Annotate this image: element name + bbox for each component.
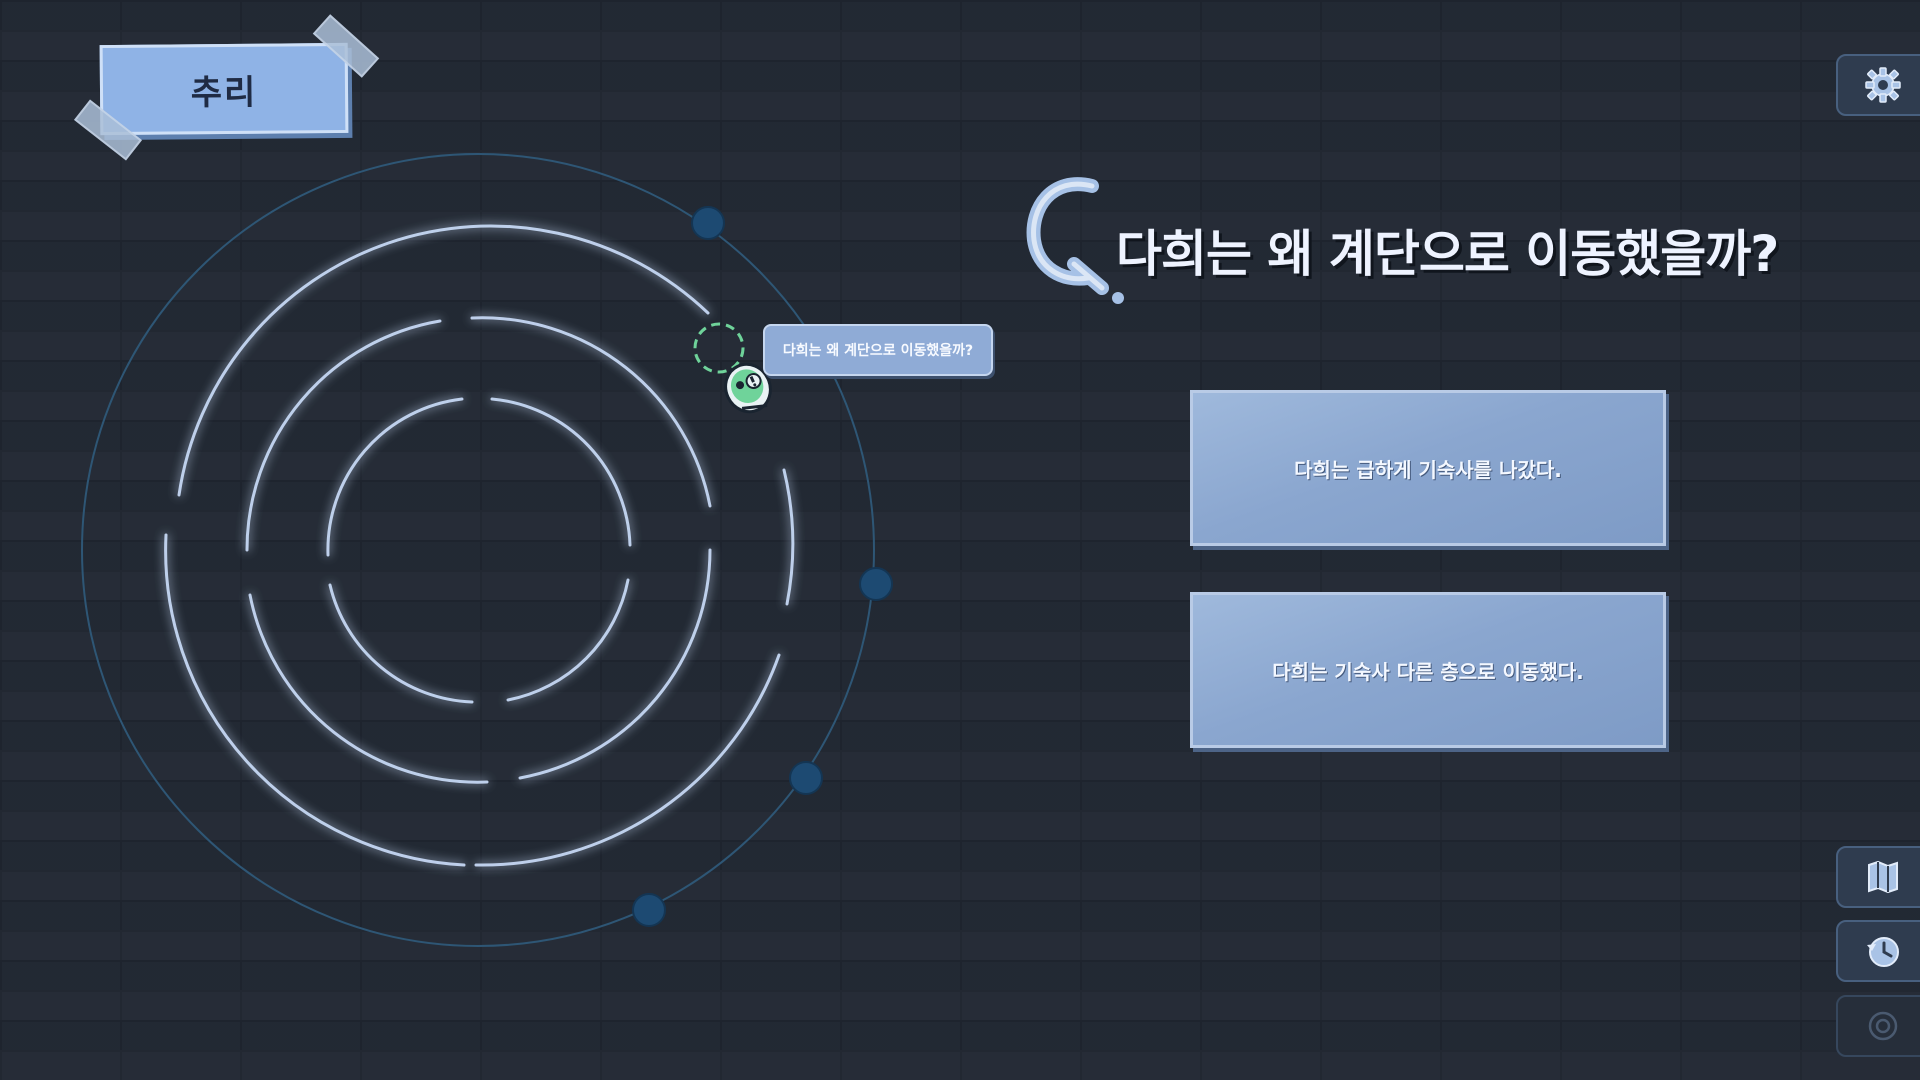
history-button[interactable]: [1836, 920, 1920, 982]
mode-tag-label: 추리: [190, 72, 258, 113]
answer-option-1[interactable]: 다희는 급하게 기숙사를 나갔다.: [1190, 390, 1666, 546]
character-marker[interactable]: [718, 357, 778, 419]
maze-ring-inner: [490, 397, 632, 547]
clock-icon: [1867, 937, 1899, 967]
eye-icon: [1868, 1011, 1898, 1041]
circular-maze: [81, 153, 893, 947]
mode-tag: 추리: [99, 42, 349, 136]
question-title: 다희는 왜 계단으로 이동했을까?: [1116, 225, 1779, 283]
answer-option-1-text: 다희는 급하게 기숙사를 나갔다.: [1294, 457, 1562, 482]
path-node[interactable]: [859, 567, 893, 601]
question-bubble: 다희는 왜 계단으로 이동했을까?: [763, 324, 993, 376]
gear-icon: [1865, 67, 1901, 103]
path-node[interactable]: [789, 761, 823, 795]
settings-button[interactable]: [1836, 54, 1920, 116]
view-button[interactable]: [1836, 995, 1920, 1057]
answer-option-2[interactable]: 다희는 기숙사 다른 층으로 이동했다.: [1190, 592, 1666, 748]
maze-ring-inner: [328, 583, 474, 704]
maze-ring-inner: [506, 578, 630, 702]
map-icon: [1868, 860, 1898, 894]
maze-ring-outer: [474, 653, 781, 867]
maze-ring-inner: [326, 397, 464, 557]
maze-ring-outer: [782, 468, 795, 606]
maze-ring-middle: [470, 316, 712, 508]
map-button[interactable]: [1836, 846, 1920, 908]
path-node[interactable]: [691, 206, 725, 240]
outer-path-ring: [81, 153, 875, 947]
maze-ring-middle: [518, 548, 712, 780]
maze-ring-middle: [248, 593, 489, 784]
question-bubble-text: 다희는 왜 계단으로 이동했을까?: [782, 343, 974, 359]
path-node[interactable]: [632, 893, 666, 927]
maze-ring-middle: [245, 319, 442, 552]
maze-ring-outer: [177, 224, 710, 497]
answer-option-2-text: 다희는 기숙사 다른 층으로 이동했다.: [1272, 659, 1584, 684]
q-icon: [1026, 177, 1124, 304]
maze-ring-outer: [164, 533, 466, 867]
target-marker[interactable]: [693, 322, 745, 374]
